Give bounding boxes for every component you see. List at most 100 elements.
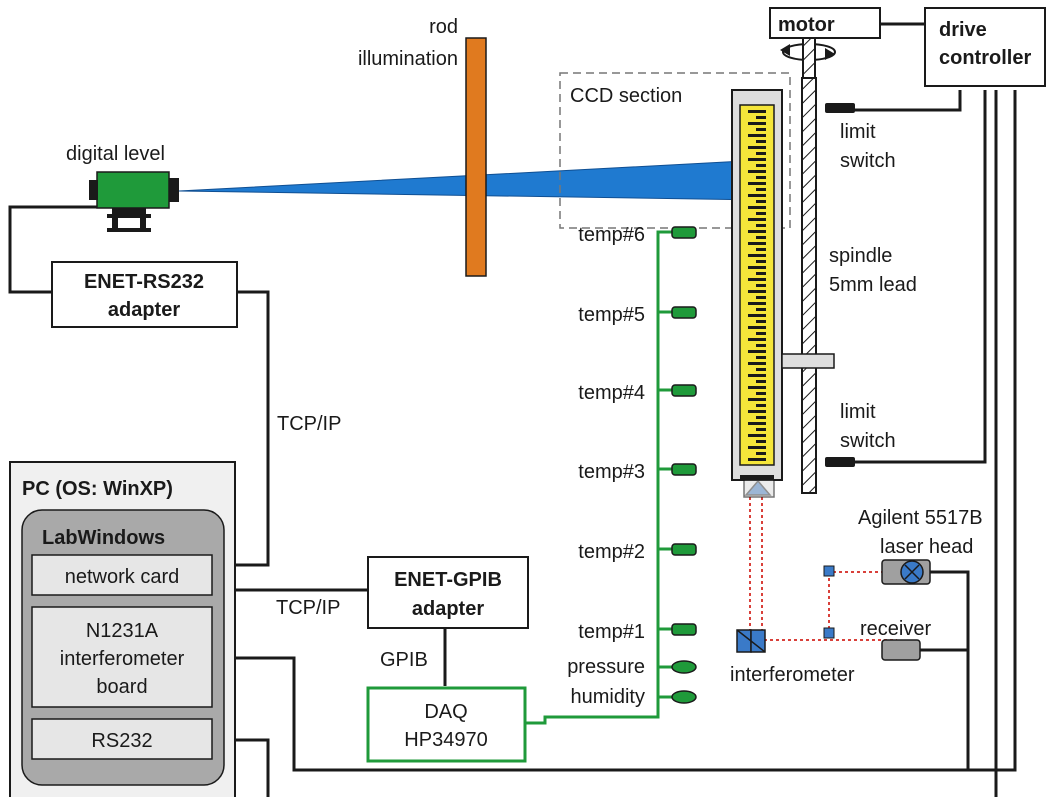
rod-tick (756, 224, 766, 227)
temp-sensor-5 (671, 306, 697, 319)
rod-tick (756, 260, 766, 263)
daq-label-1: DAQ (424, 701, 467, 723)
rod-scale-ticks (748, 110, 766, 461)
rod-tick (756, 452, 766, 455)
rod-tick (748, 302, 766, 305)
temp1-label: temp#1 (578, 621, 645, 643)
temp3-label: temp#3 (578, 461, 645, 483)
rod-tick (756, 440, 766, 443)
temp-sensor-2 (671, 543, 697, 556)
rod-tick (748, 146, 766, 149)
rod-tick (748, 278, 766, 281)
drive-controller-label-2: controller (939, 47, 1031, 69)
drive-controller-label-1: drive (939, 19, 987, 41)
n1231a-box (31, 606, 213, 708)
rod-tick (748, 350, 766, 353)
rod-illumination-label-1: rod (429, 16, 458, 38)
rod-tick (756, 164, 766, 167)
levelling-rod (731, 89, 783, 481)
retroreflector-mount (743, 479, 775, 498)
enet-rs232-label-1: ENET-RS232 (84, 271, 204, 293)
rod-tick (748, 410, 766, 413)
rod-tick (748, 314, 766, 317)
rod-tick (756, 212, 766, 215)
rod-tick (748, 458, 766, 461)
agilent-label-1: Agilent 5517B (858, 507, 983, 529)
motor-rotation-icon (780, 37, 836, 79)
enet-gpib-label-2: adapter (412, 598, 484, 620)
rod-tick (748, 122, 766, 125)
rod-tick (756, 428, 766, 431)
rod-tick (748, 266, 766, 269)
motor-box (769, 7, 881, 39)
rod-tick (756, 332, 766, 335)
digital-level-label: digital level (66, 143, 165, 165)
temp-sensor-4 (671, 384, 697, 397)
rod-tick (748, 422, 766, 425)
enet-gpib-label-1: ENET-GPIB (394, 569, 502, 591)
network-card-label: network card (65, 566, 180, 588)
rod-tick (748, 374, 766, 377)
spindle-label-1: spindle (829, 245, 892, 267)
limit-switch-top-label-2: switch (840, 150, 896, 172)
spindle-label-2: 5mm lead (829, 274, 917, 296)
rod-tick (748, 434, 766, 437)
daq-box (366, 686, 527, 763)
gpib-label: GPIB (380, 649, 428, 671)
rod-tick (756, 272, 766, 275)
rod-tick (756, 320, 766, 323)
limit-switch-bottom-label-1: limit (840, 401, 876, 423)
pressure-label: pressure (567, 656, 645, 678)
humidity-label: humidity (571, 686, 645, 708)
rod-tick (756, 344, 766, 347)
tcpip-upper-label: TCP/IP (277, 413, 341, 435)
rod-tick (756, 296, 766, 299)
rod-tick (756, 308, 766, 311)
temp-sensor-1 (671, 623, 697, 636)
rod-tick (756, 356, 766, 359)
n1231a-label-1: N1231A (86, 620, 159, 642)
rod-tick (748, 290, 766, 293)
rod-tick (756, 284, 766, 287)
enet-gpib-box (367, 556, 529, 629)
interferometer-optic-icon (736, 629, 766, 653)
drive-controller-box (924, 7, 1046, 87)
enet-rs232-box (51, 261, 238, 328)
temp2-label: temp#2 (578, 541, 645, 563)
rod-tick (756, 140, 766, 143)
n1231a-label-3: board (96, 676, 147, 698)
rod-tick (756, 128, 766, 131)
rod-tick (748, 254, 766, 257)
temp6-label: temp#6 (578, 224, 645, 246)
labwindows-label: LabWindows (42, 527, 165, 549)
pc-title: PC (OS: WinXP) (22, 478, 173, 500)
rod-tick (748, 170, 766, 173)
rod-tick (756, 236, 766, 239)
interferometer-label: interferometer (730, 664, 855, 686)
tcpip-lower-label: TCP/IP (276, 597, 340, 619)
rod-tick (748, 398, 766, 401)
temp5-label: temp#5 (578, 304, 645, 326)
mirror-lower (823, 627, 835, 639)
rod-tick (748, 386, 766, 389)
spindle-carriage (781, 353, 835, 369)
temp-sensor-6 (671, 226, 697, 239)
rod-tick (748, 134, 766, 137)
rod-tick (756, 404, 766, 407)
rod-tick (748, 218, 766, 221)
pressure-sensor (671, 660, 697, 674)
mirror-upper (823, 565, 835, 577)
rod-tick (748, 230, 766, 233)
limit-switch-bottom-label-2: switch (840, 430, 896, 452)
rod-tick (748, 446, 766, 449)
rod-tick (756, 368, 766, 371)
daq-label-2: HP34970 (404, 729, 487, 751)
ccd-section-label: CCD section (570, 85, 682, 107)
rod-tick (756, 200, 766, 203)
humidity-sensor (671, 690, 697, 704)
network-card-box (31, 554, 213, 596)
rod-tick (756, 248, 766, 251)
rod-tick (756, 392, 766, 395)
rod-tick (748, 338, 766, 341)
